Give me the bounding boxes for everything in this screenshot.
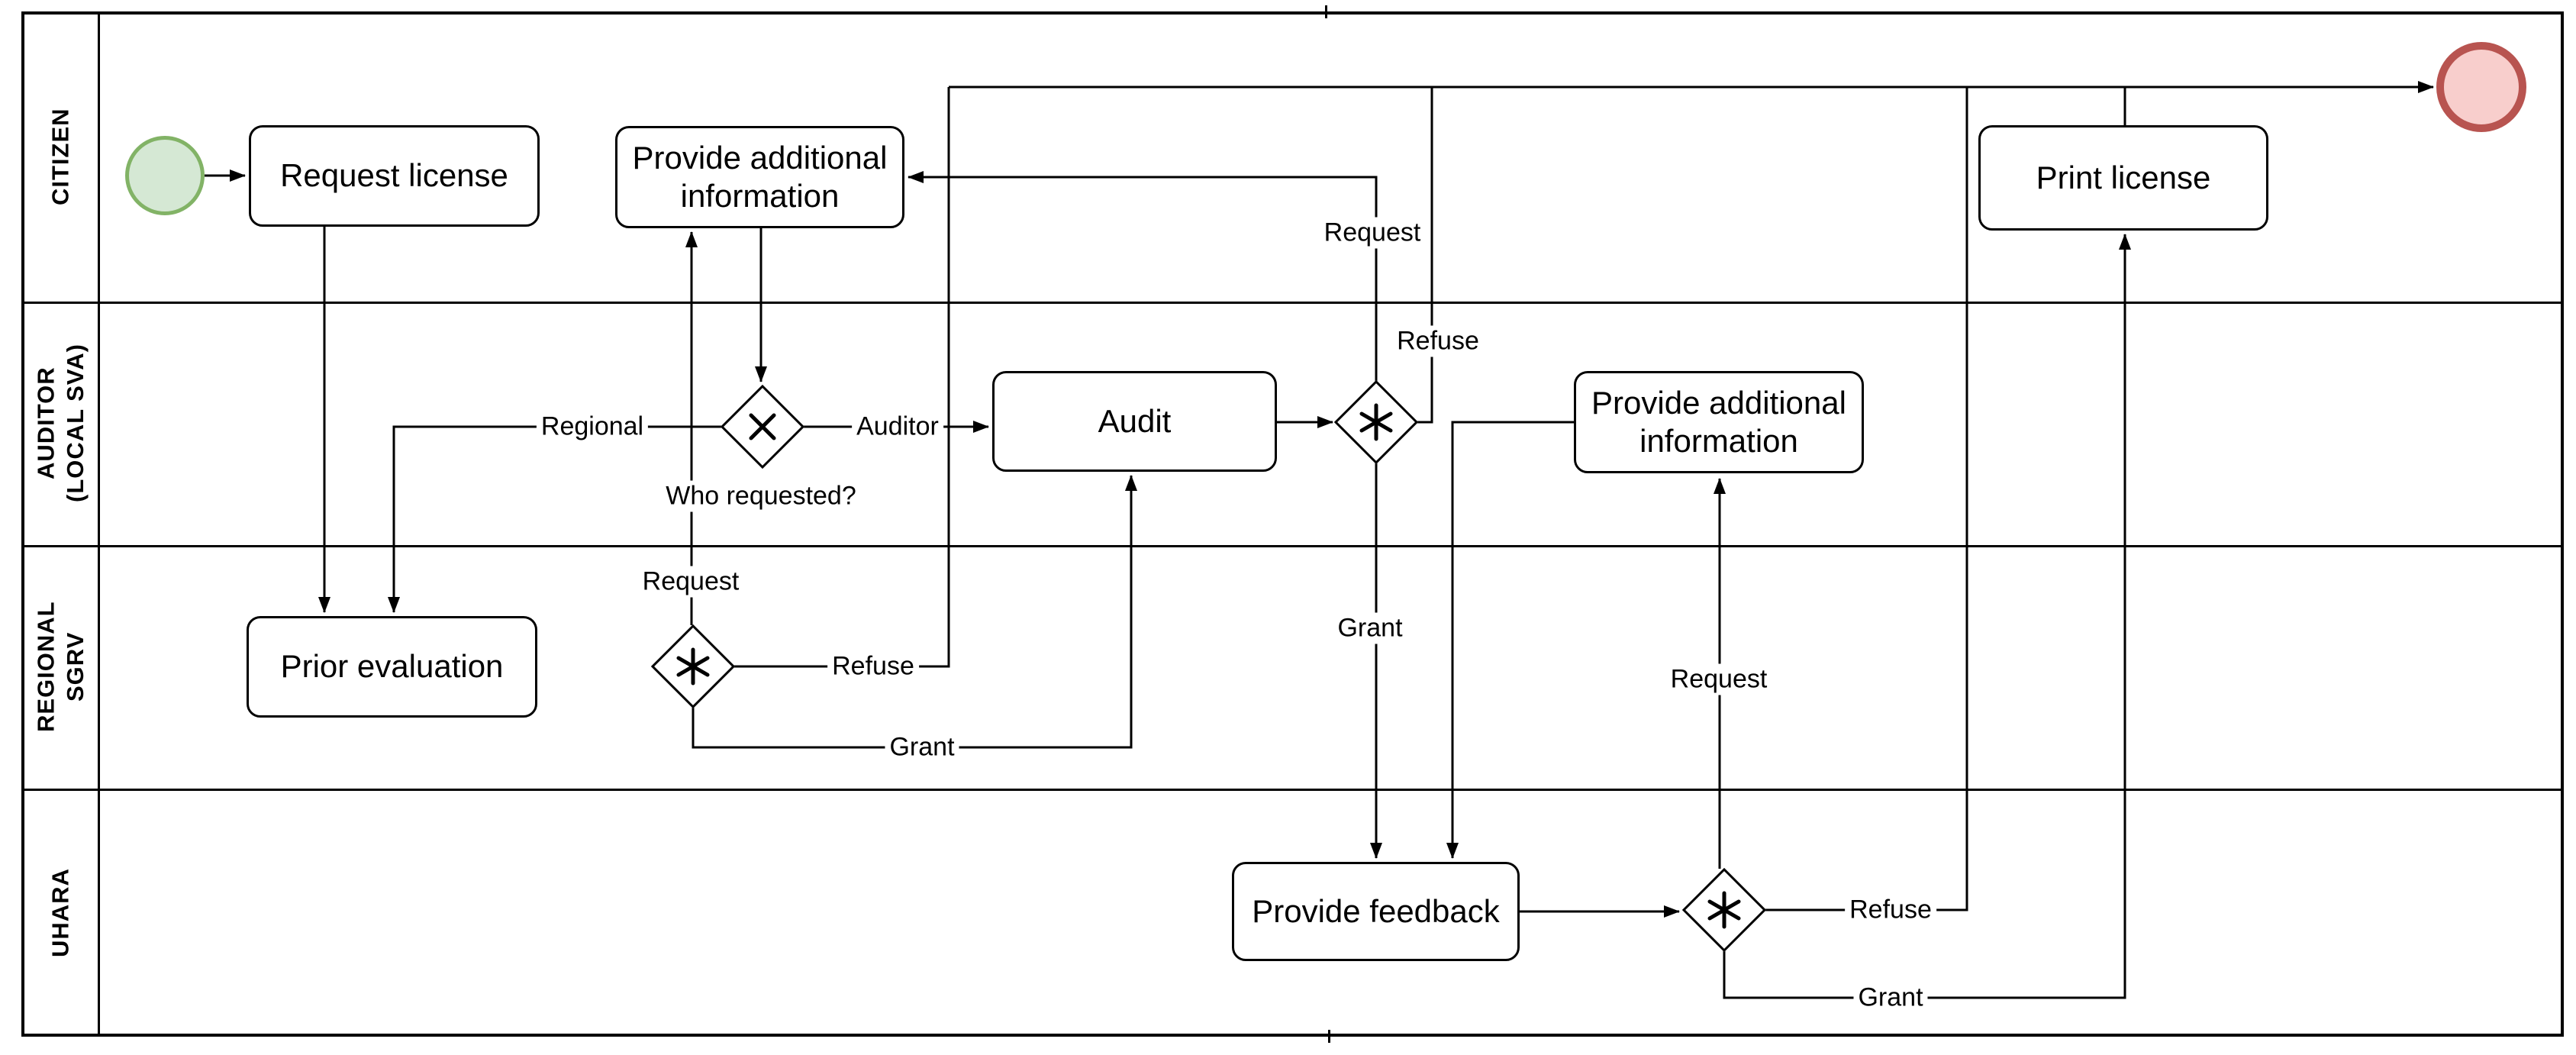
lane-header-column — [21, 11, 100, 1037]
flow-auditor-request-to-provide-additional-info-citizen[interactable] — [908, 171, 1378, 381]
complex-asterisk-icon — [663, 637, 723, 696]
flow-auditor-refuse-to-end[interactable] — [1417, 87, 1433, 424]
task-audit[interactable]: Audit — [992, 371, 1277, 472]
lane-label: REGIONAL SGRV — [32, 601, 89, 733]
flow-uhara-refuse-to-end[interactable] — [1765, 87, 1968, 911]
task-print-license[interactable]: Print license — [1978, 125, 2268, 231]
task-label: Provide additional information — [632, 139, 888, 214]
task-label: Request license — [280, 157, 508, 194]
task-label: Print license — [2036, 159, 2211, 195]
complex-asterisk-icon — [1346, 392, 1406, 452]
edge-label-auditor[interactable]: Auditor — [852, 411, 943, 443]
page-break-tick — [1328, 1030, 1330, 1043]
lane-auditor-header[interactable]: AUDITOR (LOCAL SVA) — [27, 302, 95, 545]
task-prior-evaluation[interactable]: Prior evaluation — [247, 616, 537, 718]
lane-divider — [21, 789, 2564, 791]
lane-divider — [21, 302, 2564, 304]
edge-label-uhara-refuse[interactable]: Refuse — [1845, 894, 1936, 926]
edge-label-auditor-request[interactable]: Request — [1319, 217, 1426, 249]
complex-asterisk-icon — [1694, 880, 1754, 940]
lane-label: CITIZEN — [47, 108, 74, 205]
task-request-license[interactable]: Request license — [249, 125, 540, 227]
edge-label-auditor-grant[interactable]: Grant — [1333, 612, 1407, 644]
lane-citizen-header[interactable]: CITIZEN — [27, 11, 95, 302]
edge-label-sgrv-refuse[interactable]: Refuse — [827, 650, 919, 682]
edge-label-regional[interactable]: Regional — [536, 411, 649, 443]
end-event[interactable] — [2436, 42, 2526, 132]
task-label: Prior evaluation — [280, 648, 504, 685]
task-provide-feedback[interactable]: Provide feedback — [1232, 862, 1520, 961]
task-label: Audit — [1098, 402, 1172, 439]
task-label: Provide additional information — [1591, 384, 1846, 459]
edge-label-auditor-refuse[interactable]: Refuse — [1392, 325, 1484, 357]
lane-label: UHARA — [47, 868, 74, 957]
flow-regional-refuse-to-end[interactable] — [733, 87, 950, 668]
lane-regional-header[interactable]: REGIONAL SGRV — [27, 545, 95, 789]
exclusive-x-icon — [733, 397, 792, 457]
gateway-label-who-requested[interactable]: Who requested? — [661, 480, 861, 512]
start-event[interactable] — [125, 136, 205, 215]
task-label: Provide feedback — [1252, 892, 1500, 929]
edge-label-sgrv-grant[interactable]: Grant — [885, 731, 959, 763]
task-provide-additional-info-citizen[interactable]: Provide additional information — [615, 126, 904, 228]
edge-label-uhara-request[interactable]: Request — [1665, 663, 1772, 695]
flow-provide-additional-info-auditor-to-provide-feedback[interactable] — [1446, 421, 1574, 859]
lane-divider — [21, 545, 2564, 547]
edge-label-sgrv-request[interactable]: Request — [637, 566, 744, 598]
pool — [21, 11, 2564, 1037]
lane-label: AUDITOR (LOCAL SVA) — [32, 344, 89, 503]
page-break-tick — [1325, 5, 1327, 18]
task-provide-additional-info-auditor[interactable]: Provide additional information — [1574, 371, 1864, 473]
edge-label-uhara-grant[interactable]: Grant — [1853, 982, 1928, 1014]
lane-uhara-header[interactable]: UHARA — [27, 789, 95, 1037]
